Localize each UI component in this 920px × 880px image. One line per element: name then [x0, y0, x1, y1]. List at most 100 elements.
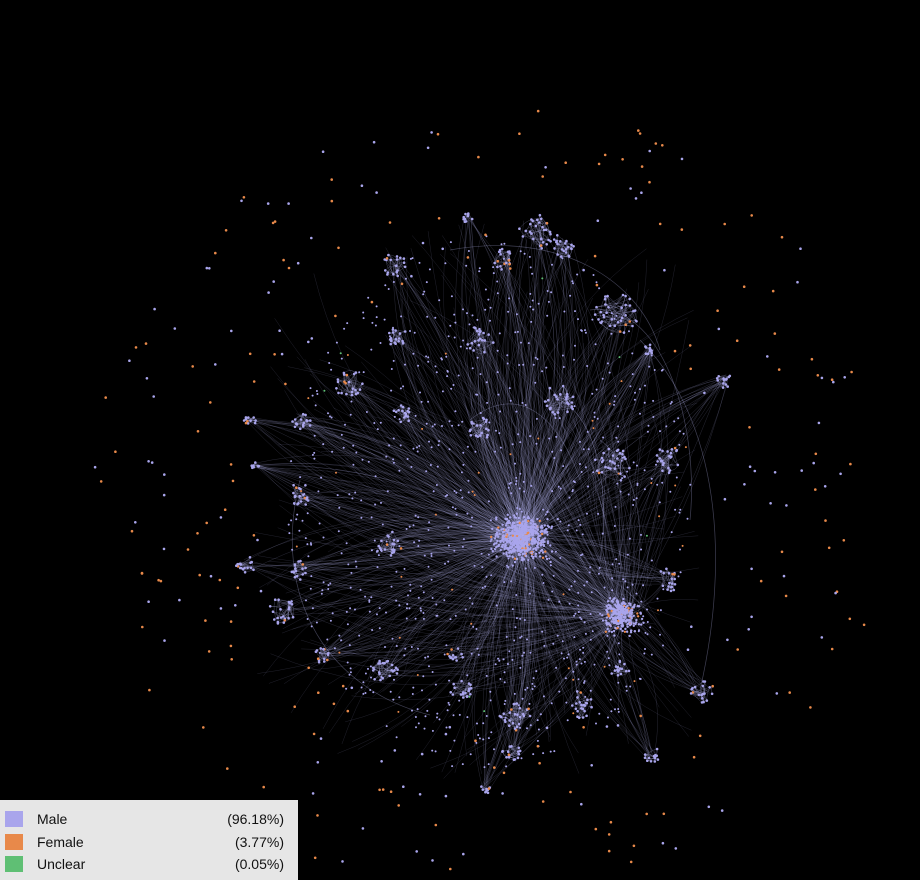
graph-edge — [665, 568, 672, 588]
graph-edge — [390, 540, 398, 556]
graph-edge — [274, 608, 289, 620]
graph-node — [345, 687, 348, 690]
graph-node — [582, 726, 585, 729]
graph-node — [594, 343, 597, 346]
graph-node — [354, 371, 358, 374]
graph-node — [618, 653, 621, 656]
graph-edge — [322, 538, 518, 654]
graph-edge — [531, 544, 564, 681]
graph-node — [616, 668, 619, 672]
graph-edge — [304, 420, 526, 545]
graph-edge — [277, 378, 523, 540]
graph-edge — [349, 390, 621, 618]
graph-edge — [248, 417, 516, 540]
graph-node — [540, 532, 544, 536]
graph-edge — [429, 531, 535, 687]
graph-node — [441, 390, 444, 393]
graph-node — [564, 677, 567, 680]
graph-node — [487, 787, 491, 790]
graph-node — [618, 452, 622, 455]
graph-node — [451, 424, 454, 427]
graph-edge — [523, 303, 624, 545]
graph-node — [147, 600, 150, 603]
graph-node — [523, 549, 527, 553]
graph-node — [607, 716, 609, 719]
graph-edge — [477, 261, 516, 540]
graph-node — [603, 586, 606, 589]
graph-node — [483, 766, 486, 769]
graph-node — [469, 597, 471, 600]
graph-node — [700, 693, 703, 697]
graph-node — [601, 619, 605, 622]
graph-node — [291, 615, 295, 619]
graph-edge — [351, 381, 616, 617]
graph-node — [600, 456, 604, 460]
graph-edge — [303, 416, 512, 541]
graph-node — [606, 627, 609, 631]
graph-edge — [357, 540, 528, 750]
graph-node — [769, 502, 772, 505]
graph-edge — [625, 613, 698, 687]
graph-node — [422, 675, 425, 678]
graph-node — [549, 232, 552, 236]
graph-edge — [303, 423, 521, 539]
graph-edge — [550, 406, 573, 411]
graph-node — [661, 144, 664, 147]
graph-node — [582, 448, 585, 451]
graph-node — [616, 665, 620, 669]
graph-node — [392, 272, 395, 276]
graph-node — [469, 434, 473, 437]
graph-node — [209, 401, 212, 404]
graph-node — [621, 456, 624, 459]
graph-node — [522, 538, 525, 541]
graph-node — [316, 393, 319, 395]
graph-node — [594, 458, 597, 462]
graph-node — [508, 387, 511, 390]
graph-edge — [527, 535, 551, 741]
graph-edge — [254, 454, 529, 530]
graph-node — [599, 321, 602, 324]
graph-node — [301, 567, 304, 571]
graph-edge — [469, 403, 581, 481]
graph-node — [550, 550, 554, 553]
graph-node — [407, 594, 409, 597]
graph-node — [290, 600, 293, 603]
graph-node — [398, 545, 401, 548]
graph-node — [288, 532, 291, 535]
graph-node — [532, 522, 535, 526]
graph-edge — [300, 487, 523, 542]
graph-node — [506, 546, 509, 549]
graph-node — [577, 611, 580, 613]
legend-label-male: Male — [37, 811, 68, 828]
graph-node — [452, 714, 455, 717]
graph-node — [590, 706, 593, 708]
graph-edge — [516, 315, 621, 546]
graph-node — [625, 685, 628, 688]
graph-edge — [516, 533, 656, 754]
graph-node — [293, 564, 296, 567]
graph-node — [240, 199, 243, 203]
graph-node — [544, 228, 548, 232]
graph-node — [477, 734, 480, 736]
graph-node — [577, 318, 579, 321]
graph-node — [387, 253, 390, 257]
graph-edge — [371, 540, 516, 681]
graph-node — [862, 623, 866, 627]
graph-node — [839, 472, 842, 476]
graph-node — [587, 485, 589, 488]
graph-node — [507, 557, 510, 560]
graph-node — [661, 449, 664, 453]
graph-edge — [250, 420, 529, 533]
graph-node — [551, 411, 555, 414]
graph-edge — [524, 545, 622, 667]
graph-node — [619, 490, 622, 493]
graph-node — [481, 788, 485, 791]
graph-node — [613, 634, 616, 637]
graph-edge — [511, 536, 530, 755]
graph-node — [295, 518, 298, 521]
graph-node — [502, 658, 505, 661]
graph-node — [537, 728, 540, 731]
graph-node — [287, 617, 290, 620]
graph-edge — [501, 716, 518, 728]
graph-node — [645, 534, 648, 537]
